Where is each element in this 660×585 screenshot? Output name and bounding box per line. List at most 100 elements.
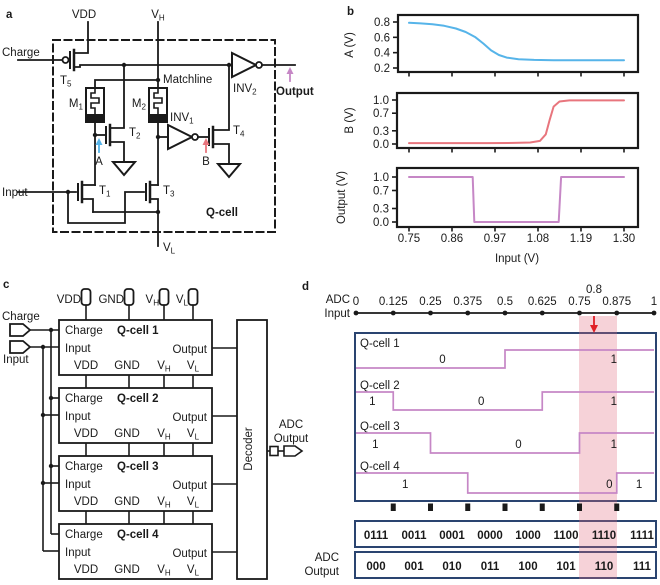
box-tick	[465, 503, 471, 511]
adc-output-code-cell: 010	[442, 561, 461, 573]
panel-b: b A (V) B (V) Output (V) Input (V) 0.80.…	[336, 6, 640, 265]
waveform-bit-label: 0	[478, 396, 484, 408]
ground-icon	[215, 163, 243, 179]
port-charge-label: Charge	[65, 325, 103, 337]
t4-drain-wire	[212, 64, 230, 131]
qcell-2-title: Q-cell 2	[117, 393, 159, 405]
axis-dot	[353, 310, 359, 316]
x-tick-label: 0.75	[398, 233, 420, 245]
t2-label: T2	[129, 127, 141, 141]
axis-dot	[577, 310, 582, 316]
pin-icon	[187, 288, 199, 306]
panel-c: c VDD GND VH VL Charge Input	[2, 279, 309, 580]
inter-block-wires	[85, 443, 194, 456]
waveform-4	[356, 472, 654, 494]
t3-label: T3	[163, 185, 175, 199]
waveform-title: Q-cell 3	[360, 421, 400, 433]
adc-output-code-cell: 000	[366, 561, 385, 573]
series-A	[408, 21, 625, 62]
matchline-wire	[73, 64, 233, 68]
thermometer-code-cell: 1111	[630, 530, 654, 542]
plot-b-content: 1.00.70.30.0	[373, 95, 625, 153]
pin-vdd-label: VDD	[57, 294, 81, 306]
adc-output-label-1: ADC	[279, 419, 303, 431]
port-input-label: Input	[65, 547, 91, 559]
box-tick	[502, 503, 508, 511]
pin-icon	[158, 288, 170, 306]
inter-block-wires	[85, 511, 194, 524]
adc-output-row-label-2: Output	[304, 566, 339, 578]
port-gnd-label: GND	[114, 564, 140, 576]
waveform-bit-label: 1	[636, 479, 642, 491]
input-terminal-icon	[9, 340, 32, 354]
port-output-label: Output	[172, 344, 207, 356]
plot-output-ylabel: Output (V)	[336, 171, 348, 224]
adc-output-code-cell: 001	[404, 561, 424, 573]
port-charge-label: Charge	[65, 529, 103, 541]
input-label: Input	[2, 187, 28, 199]
qcell-block-2: Charge Q-cell 2 Input Output VDD GND VH …	[58, 387, 237, 456]
qcell-3-title: Q-cell 3	[117, 461, 159, 473]
port-vh-label: VH	[157, 428, 171, 442]
vl-label: VL	[163, 242, 176, 256]
memristor-top-wire	[94, 79, 159, 89]
output-arrowhead-icon	[286, 67, 294, 74]
inter-block-wires	[85, 375, 194, 388]
charge-label: Charge	[2, 47, 40, 59]
port-input-label: Input	[65, 479, 91, 491]
adc-input-label-2: Input	[324, 308, 350, 320]
y-tick-label: 0.7	[373, 108, 389, 120]
axis-dot	[465, 310, 471, 316]
x-tick-label: 1.30	[613, 233, 635, 245]
box-tick	[539, 503, 545, 511]
t1-label: T1	[99, 185, 111, 199]
axis-tick-label: 0.75	[568, 296, 590, 308]
waveform-bit-label: 1	[611, 354, 617, 366]
qcell-4-title: Q-cell 4	[117, 529, 159, 541]
input-terminal-label: Input	[3, 354, 29, 366]
thermometer-code-cell: 1110	[592, 530, 616, 542]
plot-b-ylabel: B (V)	[344, 107, 356, 133]
t4-label: T4	[233, 125, 245, 139]
port-vdd-label: VDD	[74, 428, 98, 440]
plot-a-ylabel: A (V)	[344, 32, 356, 58]
junction-dot	[155, 77, 161, 83]
waveform-title: Q-cell 2	[360, 380, 400, 392]
axis-dot	[428, 310, 433, 316]
adc-output-code-box	[354, 551, 657, 579]
thermometer-code-cell: 1100	[554, 530, 579, 542]
port-vl-label: VL	[187, 360, 200, 374]
port-gnd-label: GND	[114, 496, 140, 508]
input-bus	[30, 346, 59, 552]
port-gnd-label: GND	[114, 360, 140, 372]
decoder-label: Decoder	[243, 427, 255, 471]
qcell-block-4: Charge Q-cell 4 Input Output VDD GND VH …	[58, 523, 237, 580]
pin-icon	[123, 288, 135, 306]
vh-label: VH	[151, 9, 165, 23]
ground-icon	[110, 161, 138, 177]
y-tick-label: 0.7	[373, 186, 389, 198]
pin-vl-label: VL	[176, 294, 189, 308]
box-tick	[614, 503, 620, 511]
inv1-triangle-icon	[167, 123, 195, 151]
thermometer-code-cell: 0011	[402, 530, 428, 542]
thermometer-code-box	[354, 520, 657, 548]
thermometer-code-cell: 1000	[515, 530, 541, 542]
y-tick-label: 0.2	[374, 63, 390, 75]
series-Output	[408, 176, 625, 223]
output-label: Output	[276, 86, 314, 98]
bus-junction-dots	[40, 327, 54, 486]
port-output-label: Output	[172, 412, 207, 424]
port-vdd-label: VDD	[74, 360, 98, 372]
marker-value-label: 0.8	[586, 284, 602, 296]
y-tick-label: 0.0	[373, 217, 389, 229]
adc-output-row-label-1: ADC	[315, 552, 339, 564]
panel-letter-b: b	[347, 6, 354, 18]
y-tick-label: 0.3	[373, 204, 389, 216]
t2-source-wire	[109, 141, 125, 163]
adc-input-label-1: ADC	[326, 294, 350, 306]
series-B	[408, 99, 625, 145]
